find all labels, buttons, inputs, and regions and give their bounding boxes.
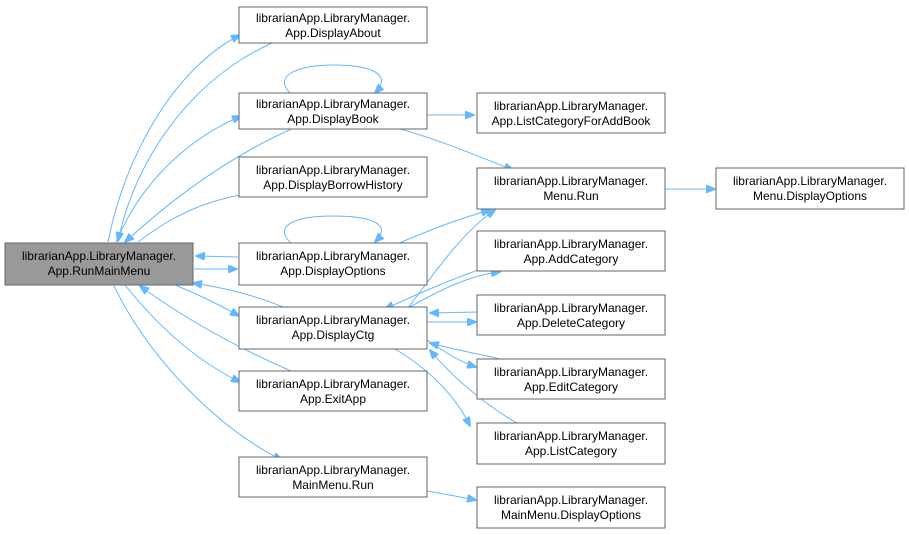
- edge-exit-runmain: [140, 286, 299, 375]
- node-mainmenu-display-options[interactable]: librarianApp.LibraryManager. MainMenu.Di…: [476, 486, 666, 529]
- node-label-line1: librarianApp.LibraryManager.: [256, 97, 410, 111]
- node-label-line1: librarianApp.LibraryManager.: [256, 377, 410, 391]
- node-label-line2: App.RunMainMenu: [48, 264, 151, 278]
- node-delete-category[interactable]: librarianApp.LibraryManager. App.DeleteC…: [476, 294, 666, 336]
- node-label-line2: App.ListCategory: [525, 444, 617, 458]
- node-label-line2: Menu.Run: [543, 189, 598, 203]
- node-label-line2: App.DeleteCategory: [517, 316, 625, 330]
- node-display-ctg[interactable]: librarianApp.LibraryManager. App.Display…: [238, 306, 428, 350]
- node-label-line1: librarianApp.LibraryManager.: [256, 163, 410, 177]
- edge-addcat-ctg: [385, 269, 479, 309]
- edge-listcat-ctg: [430, 350, 521, 426]
- edge-runmain-book: [115, 116, 241, 243]
- node-label-line1: librarianApp.LibraryManager.: [494, 301, 648, 315]
- edge-mmrun-mmdisp: [426, 490, 476, 500]
- node-display-about[interactable]: librarianApp.LibraryManager. App.Display…: [238, 6, 428, 44]
- edge-ctg-listcat: [394, 348, 470, 426]
- node-label-line1: librarianApp.LibraryManager.: [22, 249, 176, 263]
- node-list-category[interactable]: librarianApp.LibraryManager. App.ListCat…: [476, 422, 666, 465]
- edge-book-book: [284, 64, 381, 96]
- edge-ctg-addcat: [407, 272, 500, 309]
- node-menu-display-options[interactable]: librarianApp.LibraryManager. Menu.Displa…: [715, 167, 905, 210]
- node-label-line1: librarianApp.LibraryManager.: [494, 429, 648, 443]
- node-label-line1: librarianApp.LibraryManager.: [494, 365, 648, 379]
- node-label-line1: librarianApp.LibraryManager.: [256, 11, 410, 25]
- edge-book-menurun: [396, 127, 513, 170]
- node-label-line1: librarianApp.LibraryManager.: [256, 463, 410, 477]
- edge-runmain-ctg: [174, 284, 239, 316]
- node-label-line2: App.ExitApp: [300, 392, 366, 406]
- node-label-line2: App.ListCategoryForAddBook: [492, 114, 652, 128]
- node-display-borrow-history[interactable]: librarianApp.LibraryManager. App.Display…: [238, 156, 428, 198]
- node-list-category-for-add-book[interactable]: librarianApp.LibraryManager. App.ListCat…: [476, 92, 666, 134]
- node-display-options[interactable]: librarianApp.LibraryManager. App.Display…: [238, 242, 428, 286]
- node-label-line2: MainMenu.Run: [292, 478, 373, 492]
- node-mainmenu-run[interactable]: librarianApp.LibraryManager. MainMenu.Ru…: [238, 456, 428, 498]
- node-label-line2: Menu.DisplayOptions: [753, 189, 867, 203]
- node-label-line1: librarianApp.LibraryManager.: [494, 493, 648, 507]
- node-label-line2: App.DisplayOptions: [280, 264, 385, 278]
- node-label-line2: App.DisplayCtg: [292, 328, 375, 342]
- node-run-main-menu[interactable]: librarianApp.LibraryManager. App.RunMain…: [4, 242, 194, 286]
- node-label-line2: App.EditCategory: [524, 380, 618, 394]
- node-label-line1: librarianApp.LibraryManager.: [256, 249, 410, 263]
- node-label-line1: librarianApp.LibraryManager.: [256, 313, 410, 327]
- edge-book-runmain: [125, 126, 297, 242]
- edge-delcat-ctg: [430, 312, 479, 313]
- edges: [107, 35, 715, 500]
- node-exit-app[interactable]: librarianApp.LibraryManager. App.ExitApp: [238, 370, 428, 412]
- edge-runmain-exit: [124, 284, 240, 382]
- node-label-line2: App.DisplayBorrowHistory: [263, 178, 402, 192]
- edge-options-menurun: [396, 210, 490, 245]
- node-label-line2: MainMenu.DisplayOptions: [501, 508, 641, 522]
- edge-about-runmain: [118, 42, 273, 241]
- node-label-line1: librarianApp.LibraryManager.: [494, 174, 648, 188]
- edge-runmain-about: [107, 35, 240, 243]
- node-label-line1: librarianApp.LibraryManager.: [494, 99, 648, 113]
- node-label-line2: App.DisplayAbout: [285, 26, 381, 40]
- node-add-category[interactable]: librarianApp.LibraryManager. App.AddCate…: [476, 230, 666, 272]
- node-display-book[interactable]: librarianApp.LibraryManager. App.Display…: [238, 92, 428, 130]
- node-label-line2: App.AddCategory: [524, 252, 619, 266]
- node-label-line2: App.DisplayBook: [287, 112, 379, 126]
- edge-runmain-mmrun: [113, 285, 282, 460]
- edge-options-runmain: [196, 256, 239, 257]
- node-label-line1: librarianApp.LibraryManager.: [494, 237, 648, 251]
- node-menu-run[interactable]: librarianApp.LibraryManager. Menu.Run: [476, 167, 666, 210]
- node-label-line1: librarianApp.LibraryManager.: [733, 174, 887, 188]
- node-edit-category[interactable]: librarianApp.LibraryManager. App.EditCat…: [476, 358, 666, 400]
- edge-options-options: [284, 215, 381, 245]
- edge-ctg-runmain: [193, 283, 289, 310]
